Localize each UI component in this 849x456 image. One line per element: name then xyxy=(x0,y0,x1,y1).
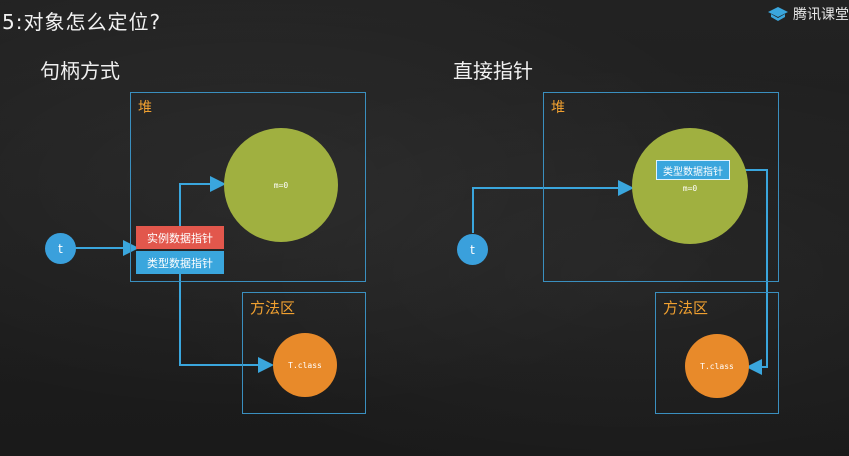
left-object-circle: m=0 xyxy=(224,128,338,242)
left-method-area-box xyxy=(242,292,366,414)
right-heading: 直接指针 xyxy=(453,59,533,83)
right-type-data-pointer: 类型数据指针 xyxy=(656,160,730,180)
instance-data-pointer: 实例数据指针 xyxy=(136,226,224,249)
right-method-area-label: 方法区 xyxy=(663,299,709,317)
right-type-arrow xyxy=(730,169,768,375)
left-type-data-pointer: 类型数据指针 xyxy=(136,251,224,274)
brand-icon xyxy=(768,7,788,21)
right-ref-arrow xyxy=(472,180,634,233)
left-class-circle: T.class xyxy=(273,333,337,397)
right-object-circle: m=0 xyxy=(632,128,748,244)
slide-title: 5:对象怎么定位? xyxy=(2,10,162,34)
right-class-circle: T.class xyxy=(685,334,749,398)
right-method-area-box xyxy=(655,292,779,414)
left-instance-arrow xyxy=(179,176,226,228)
right-reference-t: t xyxy=(457,234,488,265)
left-type-arrow xyxy=(179,273,274,373)
brand-logo: 腾讯课堂 xyxy=(767,4,849,24)
brand-text: 腾讯课堂 xyxy=(793,7,849,23)
left-heap-label: 堆 xyxy=(138,100,152,116)
left-method-area-label: 方法区 xyxy=(250,299,296,317)
left-heap-box xyxy=(130,92,366,282)
left-reference-t: t xyxy=(45,233,76,264)
right-heap-label: 堆 xyxy=(551,100,565,116)
left-heading: 句柄方式 xyxy=(40,59,120,83)
right-heap-box xyxy=(543,92,779,282)
